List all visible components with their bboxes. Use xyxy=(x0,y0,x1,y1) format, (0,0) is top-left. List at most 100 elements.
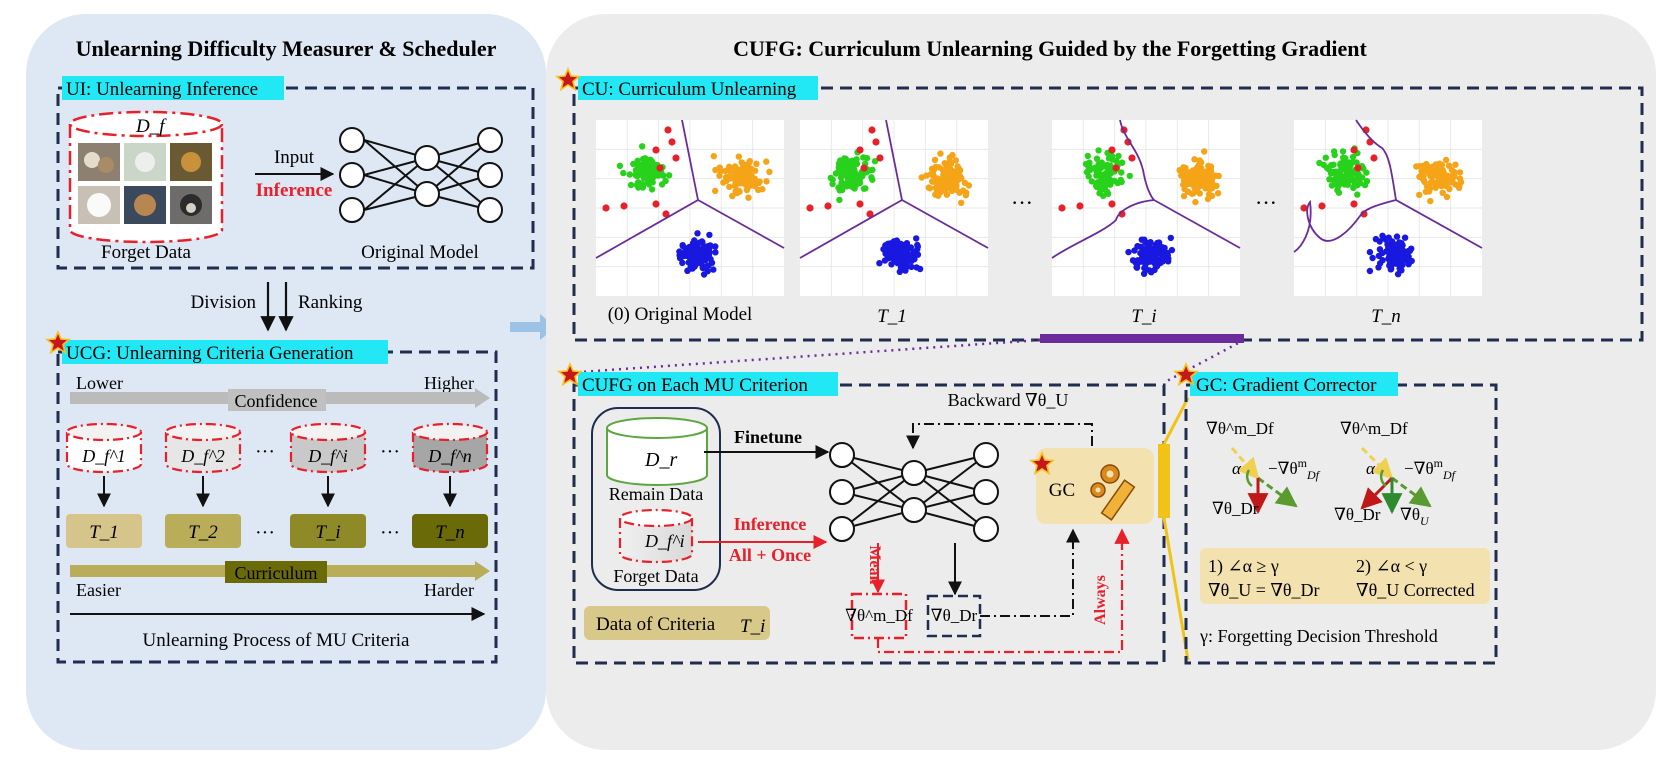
data-of-criteria-badge xyxy=(584,606,770,640)
data-point xyxy=(1093,168,1100,175)
data-point xyxy=(626,171,633,178)
data-point xyxy=(1328,182,1336,189)
data-point xyxy=(1337,161,1344,169)
threshold-label: γ: Forgetting Decision Threshold xyxy=(1199,626,1438,646)
cufg-box-label: CUFG on Each MU Criterion xyxy=(582,375,808,396)
data-point xyxy=(627,181,635,189)
ui-box-label-bg xyxy=(62,76,284,100)
data-point xyxy=(1181,185,1188,193)
cu-box-label-bg xyxy=(578,76,818,100)
data-point xyxy=(1455,184,1463,192)
data-point xyxy=(1178,172,1185,179)
data-container xyxy=(591,407,721,591)
data-point xyxy=(740,168,747,175)
df-label: D_f xyxy=(135,116,167,137)
data-point xyxy=(745,194,752,201)
data-point xyxy=(835,168,842,175)
data-point xyxy=(958,199,965,206)
ellipsis: ··· xyxy=(380,441,400,463)
data-point xyxy=(850,168,857,175)
data-point xyxy=(1100,192,1107,199)
division-label: Division xyxy=(191,292,257,313)
ui-box xyxy=(56,86,535,270)
data-point xyxy=(1318,202,1326,210)
data-point xyxy=(639,184,647,191)
subset-cylinder: D_f^i xyxy=(289,422,367,474)
subset-cylinder: D_f^n xyxy=(411,422,489,474)
data-point xyxy=(1443,182,1450,190)
plot-caption: T_1 xyxy=(877,306,907,327)
data-point xyxy=(1165,258,1172,265)
data-point xyxy=(1125,248,1132,256)
data-point xyxy=(1124,138,1132,146)
data-point xyxy=(940,171,947,178)
data-point xyxy=(751,167,759,174)
data-point xyxy=(1369,254,1376,262)
forget-data-label: Forget Data xyxy=(101,242,191,263)
criteria-block: T_i xyxy=(290,514,366,548)
data-point xyxy=(904,258,911,265)
input-label: Input xyxy=(274,147,315,168)
data-point xyxy=(1350,200,1358,208)
data-point xyxy=(1322,154,1329,161)
decision-boundary xyxy=(697,199,785,249)
data-point xyxy=(908,253,915,260)
data-point xyxy=(633,181,640,189)
panel-connector-arrow xyxy=(510,314,556,340)
data-point xyxy=(806,204,814,212)
data-point xyxy=(753,160,760,167)
data-point xyxy=(645,181,653,188)
backward-label: Backward ∇θ_U xyxy=(948,390,1069,410)
data-point xyxy=(854,180,861,187)
data-point xyxy=(1138,256,1145,263)
data-point xyxy=(1445,162,1453,169)
data-point xyxy=(716,172,723,179)
data-point xyxy=(925,184,932,191)
data-point xyxy=(1416,191,1423,199)
gc-bracket-line-bottom xyxy=(1162,517,1190,661)
data-point xyxy=(916,265,924,273)
data-point xyxy=(1330,168,1337,176)
condition-1-line-1: 1) ∠α ≥ γ xyxy=(1208,556,1279,577)
data-point xyxy=(1393,233,1401,240)
data-point xyxy=(1058,204,1066,212)
data-point xyxy=(1420,172,1427,180)
data-point xyxy=(1428,177,1436,185)
data-point xyxy=(1343,170,1351,177)
data-point xyxy=(1099,178,1107,185)
data-point xyxy=(729,192,736,200)
data-point xyxy=(641,165,649,172)
data-point xyxy=(1194,188,1201,195)
data-point xyxy=(1215,172,1222,180)
data-point xyxy=(731,182,739,190)
subset-label: D_f^1 xyxy=(81,446,126,466)
data-point xyxy=(734,174,741,182)
data-point xyxy=(720,179,727,186)
data-point xyxy=(884,240,892,247)
data-point xyxy=(1102,183,1109,190)
data-point xyxy=(1195,169,1203,176)
criteria-block: T_1 xyxy=(66,514,142,548)
alpha-label: α xyxy=(1232,459,1242,478)
data-point xyxy=(1095,147,1102,154)
inference-label: Inference xyxy=(734,514,807,534)
data-point xyxy=(1118,169,1125,176)
data-point xyxy=(1353,171,1361,178)
data-point xyxy=(1159,255,1166,262)
data-point xyxy=(1137,249,1144,257)
data-point xyxy=(1148,269,1155,276)
gc-box-label: GC: Gradient Corrector xyxy=(1196,375,1377,396)
data-point xyxy=(707,256,714,263)
data-point xyxy=(710,153,717,160)
data-point xyxy=(1423,166,1431,173)
gc-bracket xyxy=(1158,444,1170,518)
data-point xyxy=(660,172,667,179)
data-point xyxy=(1337,167,1344,175)
data-point xyxy=(1119,159,1126,166)
data-point xyxy=(750,180,757,187)
gc-label: GC xyxy=(1049,480,1075,501)
data-point xyxy=(1106,169,1113,176)
data-point xyxy=(1108,200,1116,208)
data-point xyxy=(1439,189,1446,196)
gc-bracket-line-top xyxy=(1162,397,1190,445)
